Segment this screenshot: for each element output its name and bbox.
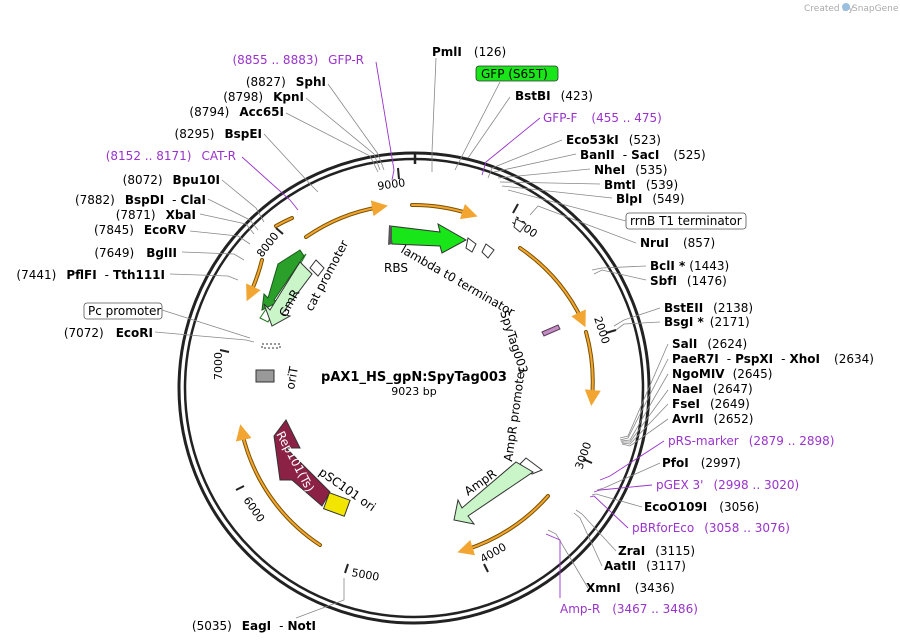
site-pfoi: PfoI(2997) (662, 456, 741, 470)
primer-pgex: pGEX 3'(2998 .. 3020) (656, 478, 799, 492)
gmr-feature-arrow (263, 261, 313, 327)
site-bmti: BmtI(539) (604, 178, 678, 192)
pc-promoter-label-box (83, 302, 163, 320)
rep101-feature-arrow (273, 419, 331, 507)
rrnb-terminator-arrow (513, 218, 527, 233)
site-naei: NaeI(2647) (672, 382, 753, 396)
site-bpu10i: (8072)Bpu10I (123, 173, 220, 187)
primer-pbrforeco: pBRforEco(3058 .. 3076) (632, 521, 790, 535)
site-nhei: NheI(535) (594, 163, 667, 177)
orf-arc-3 (518, 246, 584, 322)
site-zrai: ZraI(3115) (618, 544, 695, 558)
site-banii-saci: BanII-SacI(525) (580, 148, 706, 162)
site-eco0109i: EcoO109I(3056) (644, 500, 759, 514)
site-bcli: BclI *(1443) (650, 259, 729, 273)
primer-amp-r: Amp-R(3467 .. 3486) (560, 602, 698, 616)
site-xbai: (7871)XbaI (116, 208, 196, 222)
site-ecori: (7072)EcoRI (64, 326, 153, 340)
rbs-marker (465, 237, 477, 253)
ampr-feature-arrow (453, 461, 534, 525)
pc-promoter-label: Pc promoter (88, 304, 161, 318)
leader-lines (154, 57, 669, 619)
site-sali: SalI(2624) (672, 337, 747, 351)
features (255, 218, 561, 525)
gfp-label-box (475, 65, 559, 82)
snapgene-logo-icon (842, 3, 850, 11)
site-pflfi-tth111i: (7441)PflFI-Tth111I (16, 268, 165, 282)
site-nrui: NruI(857) (640, 236, 715, 250)
rbs-label: RBS (384, 261, 408, 275)
pc-promoter-feature (261, 343, 281, 349)
lambda-terminator-arrow (481, 243, 495, 259)
tick-6000: 6000 (241, 494, 268, 524)
primer-gfp-r: (8855 .. 8883)GFP-R (232, 53, 364, 67)
brand-text: SnapGene (852, 4, 899, 14)
plasmid-size: 9023 bp (391, 385, 436, 398)
gfp-label: GFP (S65T) (481, 67, 548, 81)
site-paer7i-pspxi-xhoi: PaeR7I-PspXI-XhoI(2634) (672, 352, 874, 366)
tick-8000: 8000 (254, 230, 281, 260)
gfp-dark-end (388, 225, 392, 245)
lambda-label: lambda t0 terminator (399, 242, 518, 319)
tick-3000: 3000 (573, 440, 595, 471)
orf-arcs (235, 200, 601, 556)
site-blpi: BlpI(549) (616, 192, 685, 206)
rrnb-label: rrnB T1 terminator (630, 214, 742, 228)
tick-7000: 7000 (212, 352, 225, 380)
site-bspdi-clai: (7882)BspDI-ClaI (75, 193, 206, 207)
primer-prs-marker: pRS-marker(2879 .. 2898) (668, 434, 834, 448)
site-fsei: FseI(2649) (672, 397, 750, 411)
orit-block (255, 369, 275, 383)
tick-9000: 9000 (377, 176, 407, 193)
site-bsteii: BstEII(2138) (664, 301, 753, 315)
spytag-label: SpyTag003 (497, 309, 531, 376)
tick-5000: 5000 (350, 566, 380, 584)
site-kpni: (8798)KpnI (223, 90, 304, 104)
site-eco53ki: Eco53kI(523) (566, 133, 661, 147)
site-bsgi: BsgI *(2171) (664, 315, 750, 329)
site-ecorv: (7845)EcoRV (94, 223, 187, 237)
orf-arc-2 (304, 205, 382, 239)
gfp-feature-arrow (389, 222, 468, 254)
tick-2000: 2000 (591, 315, 612, 346)
site-eagi-noti: (5035)EagI-NotI (192, 619, 316, 633)
site-acc65i: (8794)Acc65I (189, 105, 284, 119)
psc101-ori-block (322, 492, 351, 517)
snapgene-credit: Created by SnapGene (804, 3, 899, 14)
sites-left: (8855 .. 8883)GFP-R (8827)SphI (8798)Kpn… (16, 53, 364, 633)
orit-label: oriT (283, 365, 301, 391)
site-avrii: AvrII(2652) (672, 412, 753, 426)
site-bstbi: BstBI(423) (515, 89, 593, 103)
credit-text: Created by (804, 4, 854, 14)
spytag-feature (541, 324, 561, 337)
site-xmni: XmnI(3436) (586, 581, 675, 595)
site-sphi: (8827)SphI (246, 75, 326, 89)
primer-cat-r: (8152 .. 8171)CAT-R (106, 149, 236, 163)
cat-promoter-arrow (309, 259, 325, 277)
plasmid-name: pAX1_HS_gpN:SpyTag003 (321, 370, 507, 385)
site-bspei: (8295)BspEI (175, 127, 262, 141)
tick-marks: 1000 2000 3000 4000 5000 6000 7000 8000 … (212, 152, 617, 584)
sites-right: PmlI(126) BstBI(423) GFP-F(455 .. 475) E… (432, 45, 874, 616)
site-sbfi: SbfI(1476) (650, 274, 727, 288)
site-ngomiv: NgoMIV(2645) (672, 367, 772, 381)
primer-gfpf: GFP-F(455 .. 475) (543, 111, 662, 125)
site-aatii: AatII(3117) (604, 559, 686, 573)
site-bglii: (7649)BglII (94, 246, 177, 260)
site-pmli: PmlI(126) (432, 45, 506, 59)
